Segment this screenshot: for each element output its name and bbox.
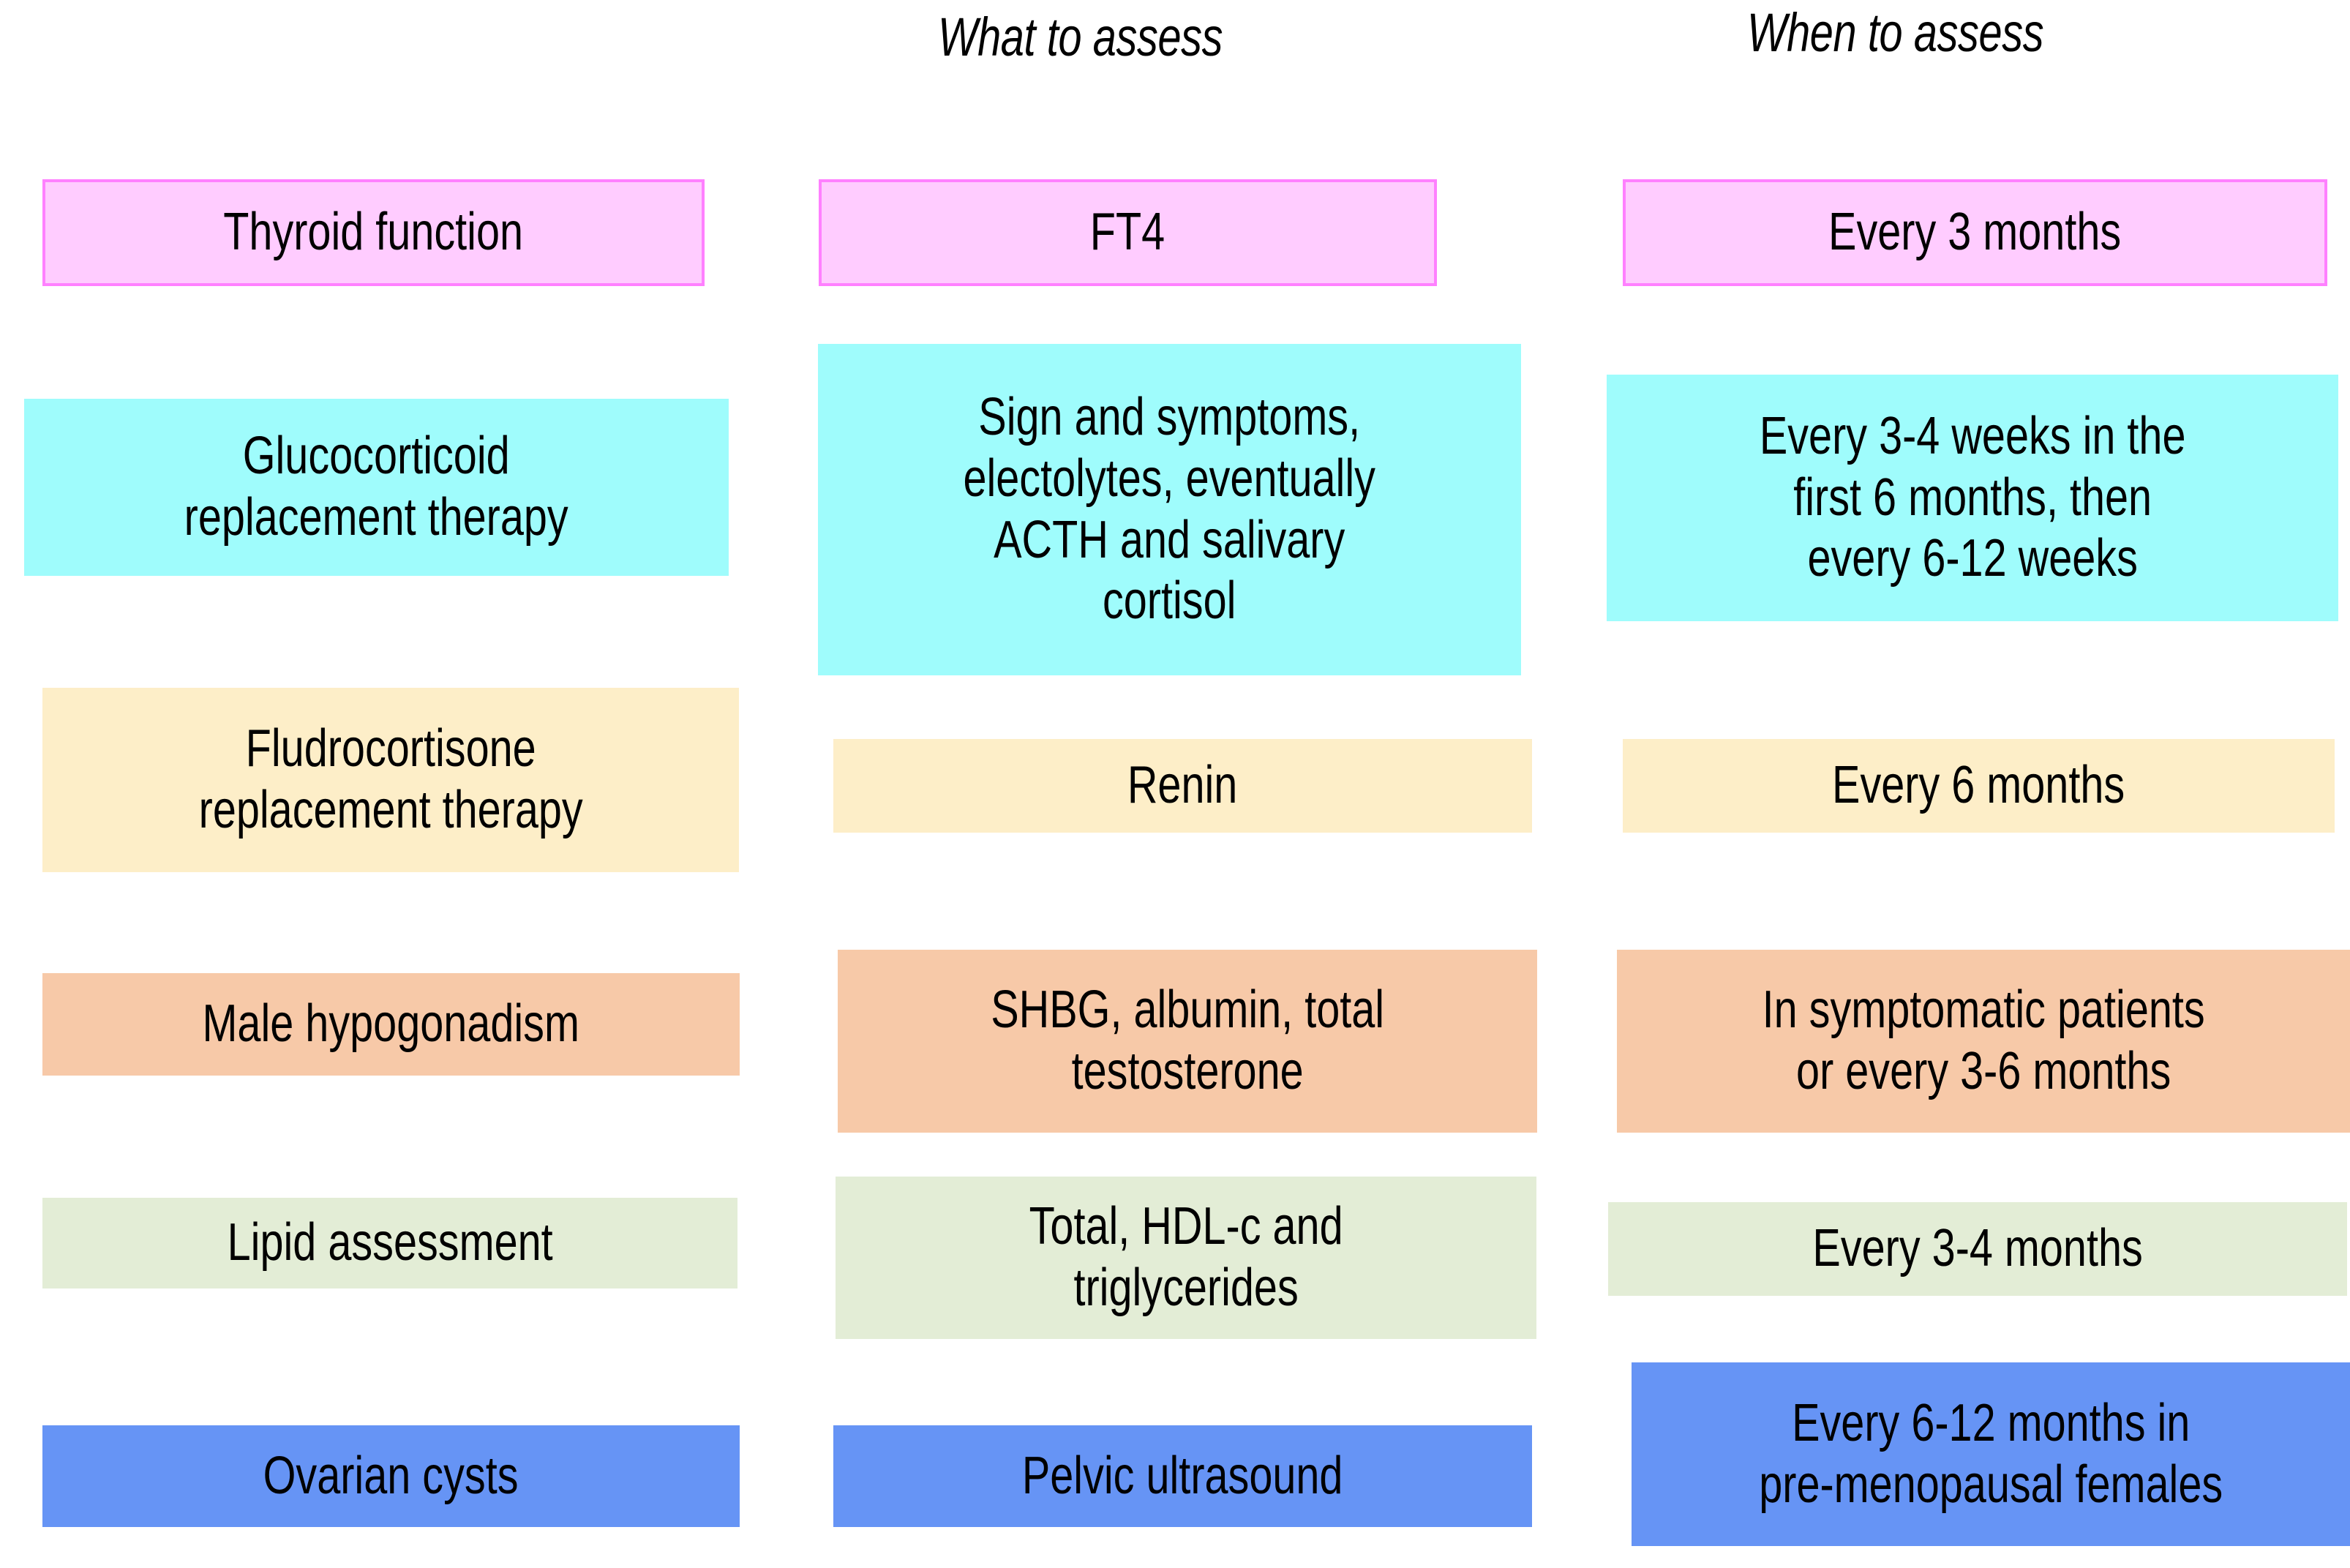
what-box-male-hypogonadism: SHBG, albumin, total testosterone	[838, 950, 1537, 1133]
when-box-ovarian-cysts: Every 6-12 months in pre-menopausal fema…	[1632, 1362, 2350, 1546]
topic-box-glucocorticoid: Glucocorticoid replacement therapy	[24, 399, 729, 576]
what-box-glucocorticoid: Sign and symptoms, electolytes, eventual…	[818, 344, 1521, 675]
what-box-fludrocortisone: Renin	[833, 739, 1532, 833]
when-box-fludrocortisone: Every 6 months	[1623, 739, 2335, 833]
topic-box-male-hypogonadism: Male hypogonadism	[42, 973, 740, 1076]
topic-box-ovarian-cysts: Ovarian cysts	[42, 1425, 740, 1527]
topic-box-fludrocortisone: Fludrocortisone replacement therapy	[42, 688, 739, 872]
column-header-what-to-assess: What to assess	[938, 7, 1223, 67]
when-box-glucocorticoid: Every 3-4 weeks in the first 6 months, t…	[1607, 375, 2338, 621]
column-header-when-to-assess: When to assess	[1747, 2, 2044, 63]
what-box-lipid: Total, HDL-c and triglycerides	[836, 1177, 1536, 1339]
topic-box-lipid: Lipid assessment	[42, 1198, 737, 1288]
when-box-lipid: Every 3-4 months	[1608, 1202, 2347, 1296]
what-box-ovarian-cysts: Pelvic ultrasound	[833, 1425, 1532, 1527]
topic-box-thyroid: Thyroid function	[42, 179, 705, 286]
when-box-male-hypogonadism: In symptomatic patients or every 3-6 mon…	[1617, 950, 2350, 1133]
what-box-thyroid: FT4	[819, 179, 1437, 286]
when-box-thyroid: Every 3 months	[1623, 179, 2327, 286]
